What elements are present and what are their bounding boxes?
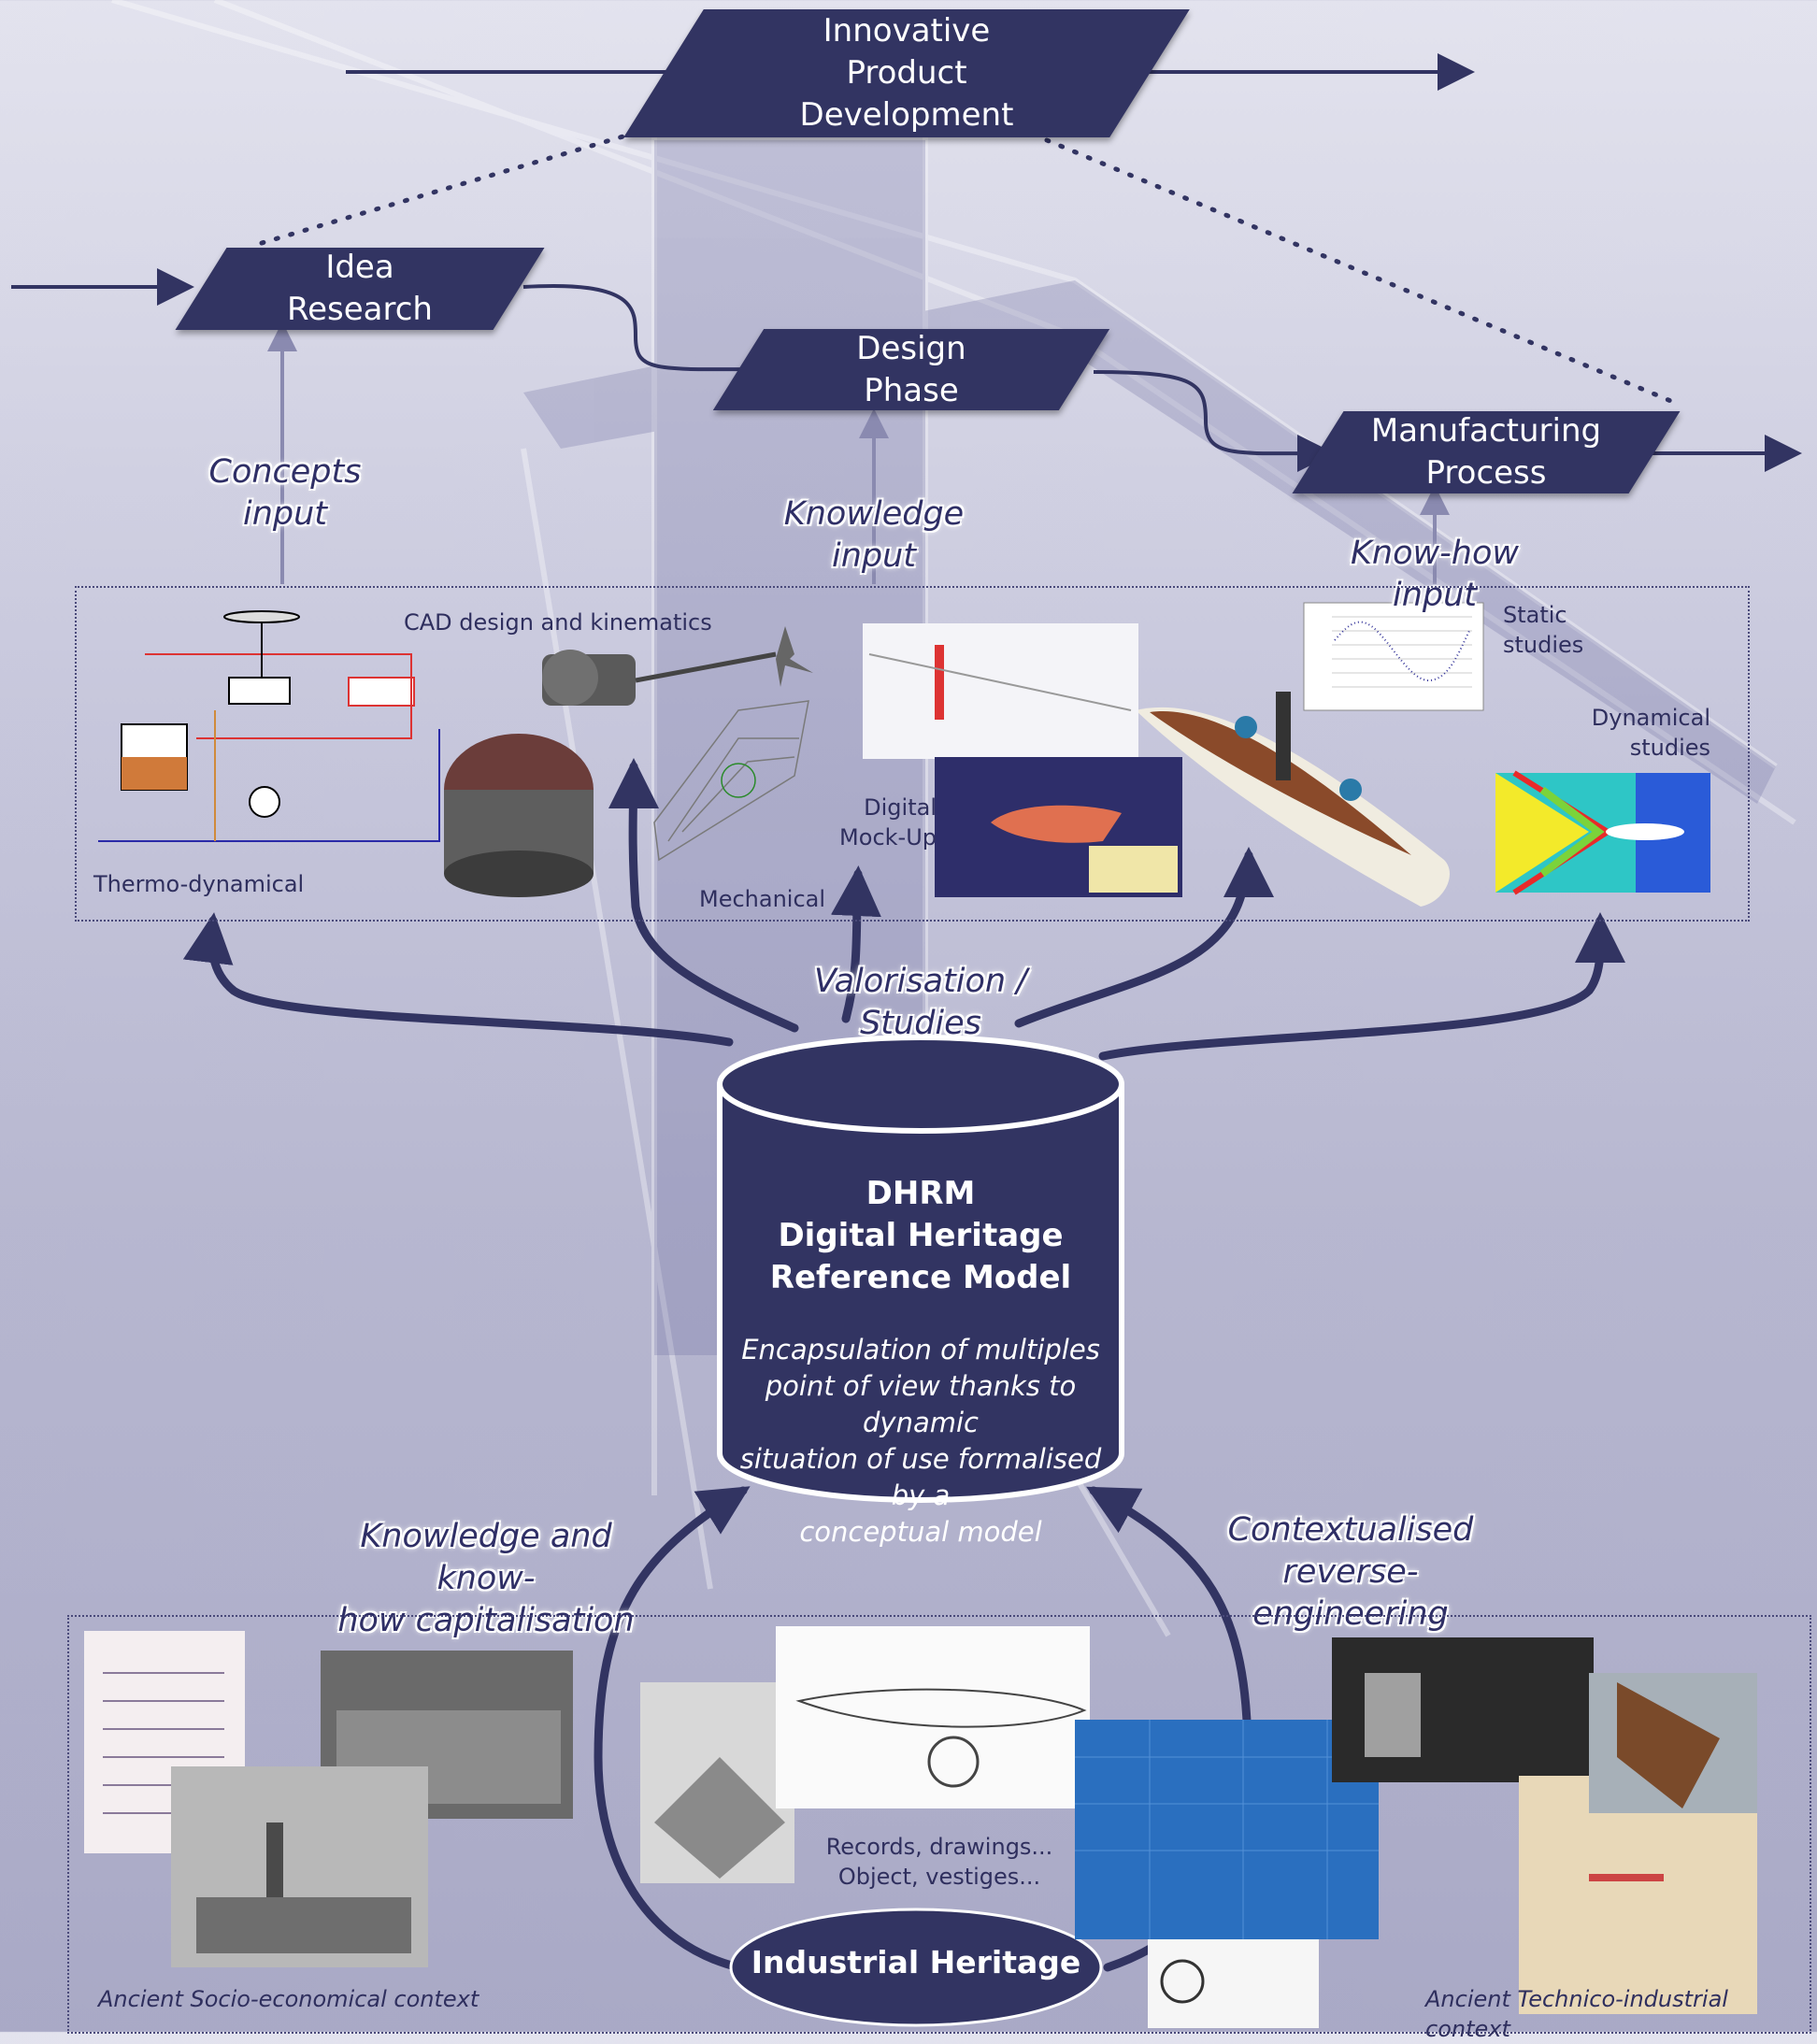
capitalisation-loop-arrow xyxy=(594,1486,751,1972)
idea-research: Idea Research xyxy=(201,248,519,330)
valorisation-arrow-dynamical xyxy=(1098,912,1626,1061)
innovative-product-development: Innovative Product Development xyxy=(664,9,1150,137)
socio-economical-label: Ancient Socio-economical context xyxy=(98,1986,479,2012)
idea-label: Idea Research xyxy=(287,249,433,328)
dynamical-label: Dynamical studies xyxy=(1591,705,1710,761)
steamboat-render xyxy=(1136,692,1450,907)
dhrm-description: Encapsulation of multiples point of view… xyxy=(739,1334,1102,1548)
dhrm-cylinder xyxy=(717,1035,1124,1503)
capitalisation-label: Knowledge and know- how capitalisation xyxy=(337,1518,635,1639)
valorisation-label: Valorisation / Studies xyxy=(813,963,1028,1042)
dynamical-studies-heatmap xyxy=(1495,770,1710,895)
dmu-screens xyxy=(863,623,1182,897)
knowhow-input-label: Know-how input xyxy=(1350,535,1520,614)
cad-label: CAD design and kinematics xyxy=(404,609,712,636)
mechanical-wireframe xyxy=(653,700,809,862)
static-studies-chart xyxy=(1303,602,1484,711)
manufacturing-process: Manufacturing Process xyxy=(1318,411,1654,493)
thermo-label: Thermo-dynamical xyxy=(93,871,305,897)
arrow-idea-to-design xyxy=(522,284,793,389)
thermo-schematic xyxy=(98,610,440,842)
knowledge-input-label: Knowledge input xyxy=(783,495,965,575)
valorisation-arrow-boat xyxy=(1014,847,1274,1028)
technico-industrial-label: Ancient Technico-industrial context xyxy=(1425,1986,1728,2042)
boiler-render xyxy=(444,734,594,897)
industrial-heritage-label: Industrial Heritage xyxy=(751,1944,1081,1980)
dotted-idea-innovative xyxy=(259,133,629,246)
reverse-engineering-label: Contextualised reverse- engineering xyxy=(1227,1511,1474,1633)
innovative-label: Innovative Product Development xyxy=(799,12,1014,134)
concepts-input-label: Concepts input xyxy=(208,453,362,533)
industrial-heritage-ellipse xyxy=(729,1908,1103,2027)
design-label: Design Phase xyxy=(856,329,966,409)
records-label: Records, drawings... Object, vestiges... xyxy=(825,1834,1053,1890)
dmu-label: Digital Mock-Up xyxy=(839,794,937,850)
dhrm-title: DHRM Digital Heritage Reference Model xyxy=(769,1175,1072,1296)
mechanical-label: Mechanical xyxy=(699,886,826,912)
design-phase: Design Phase xyxy=(738,329,1084,410)
static-label: Static studies xyxy=(1503,602,1584,658)
valorisation-arrow-thermo xyxy=(182,912,734,1047)
heritage-documents xyxy=(84,1626,1757,2028)
valorisation-arrow-cad xyxy=(608,758,799,1033)
studies-panel xyxy=(75,586,1750,922)
arrow-design-to-manufacturing xyxy=(1093,370,1335,473)
manufacturing-label: Manufacturing Process xyxy=(1370,412,1602,492)
cad-engine-render xyxy=(542,626,813,706)
valorisation-arrow-dmu xyxy=(830,865,881,1023)
